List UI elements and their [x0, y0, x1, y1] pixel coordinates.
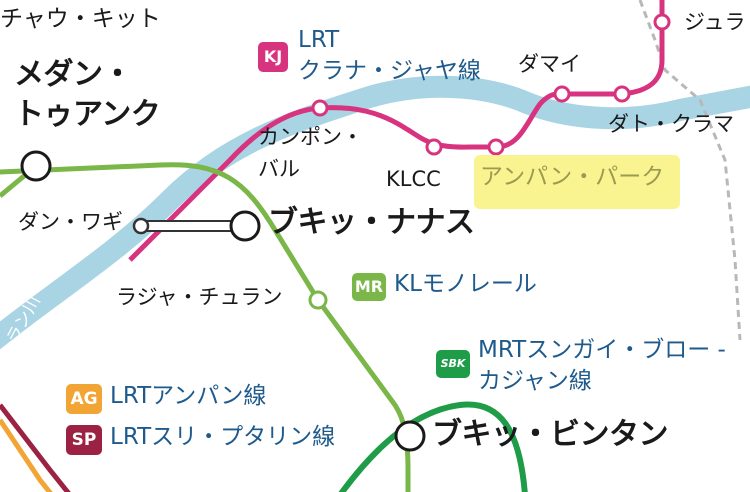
ampang-park-highlight: [474, 155, 680, 209]
boundary-line: [638, 0, 742, 341]
label-medan-tuanku-2: トゥアンク: [14, 97, 161, 132]
label-bukit-nanas: ブキッ・ナナス: [268, 205, 475, 240]
kj-line-name-2: クラナ・ジャヤ線: [298, 58, 481, 84]
station-raja-chulan[interactable]: [308, 290, 328, 310]
ag-line-name: LRTアンパン線: [110, 383, 267, 409]
sp-line-name: LRTスリ・プタリン線: [110, 424, 336, 450]
label-medan-tuanku-1: メダン・: [14, 57, 133, 92]
station-ampang-park[interactable]: [487, 138, 505, 156]
kj-line-name-1: LRT: [298, 27, 340, 53]
label-dang-wangi: ダン・ワギ: [18, 210, 123, 234]
station-jelatek[interactable]: [653, 13, 671, 31]
label-klcc: KLCC: [386, 167, 441, 191]
station-klcc[interactable]: [425, 138, 443, 156]
sp-badge: SP: [66, 425, 102, 455]
station-bukit-nanas[interactable]: [229, 210, 261, 242]
mr-badge: MR: [352, 273, 386, 301]
label-damai: ダマイ: [518, 52, 581, 76]
label-dato-keramat: ダト・クラマ: [608, 112, 734, 136]
sbk-line-name-2: カジャン線: [478, 368, 592, 394]
label-kampung-baru-1: カンポン・: [258, 125, 363, 149]
sp-line: [0, 403, 71, 492]
label-bukit-bintang: ブキッ・ビンタン: [432, 417, 669, 452]
sbk-badge: SBK: [436, 350, 470, 378]
station-damai[interactable]: [553, 85, 571, 103]
station-dang-wangi[interactable]: [132, 217, 150, 235]
label-kampung-baru-2: バル: [258, 157, 300, 181]
station-medan-tuanku[interactable]: [20, 150, 52, 182]
ag-badge: AG: [66, 384, 102, 414]
label-ampang-park: アンパン・パーク: [480, 164, 665, 190]
label-chow-kit: チャウ・キット: [0, 6, 161, 32]
sbk-line: [338, 401, 528, 492]
station-bukit-bintang[interactable]: [394, 420, 426, 452]
label-raja-chulan: ラジャ・チュラン: [116, 285, 283, 309]
mr-line-name: KLモノレール: [394, 271, 537, 297]
ag-line: [0, 418, 53, 492]
sbk-line-name-1: MRTスンガイ・ブロー -: [478, 337, 726, 363]
station-dato-keramat[interactable]: [613, 85, 631, 103]
station-kampung-baru[interactable]: [311, 99, 329, 117]
label-jelatek: ジュラ: [684, 10, 746, 34]
kj-badge: KJ: [258, 42, 288, 72]
